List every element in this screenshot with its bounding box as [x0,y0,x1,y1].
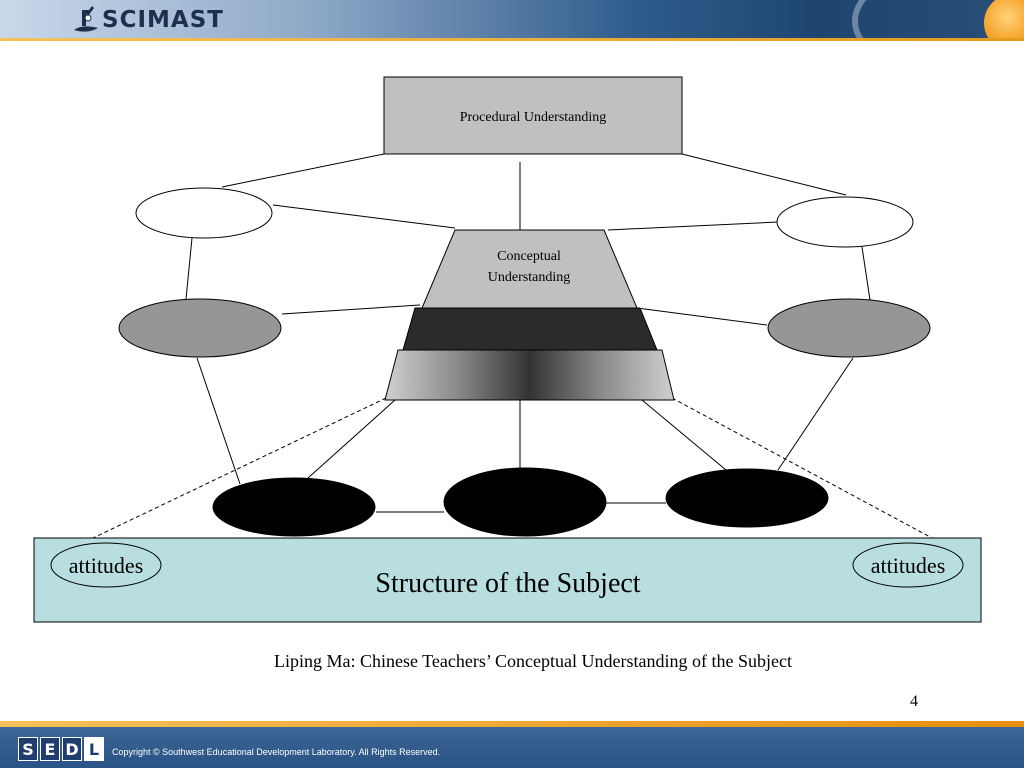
conceptual-understanding-trapezoid [421,229,638,309]
dashed-lines [92,397,933,539]
sedl-logo-letter: S [18,737,38,761]
sedl-logo-letter: D [62,737,82,761]
dashed-line-left [92,397,387,539]
connector-line [185,237,193,300]
gray-oval-left [118,298,282,358]
structure-of-subject-box [33,537,982,623]
connector-lines [185,153,871,513]
header-banner: SCIMAST [0,0,1024,38]
dashed-line-right [671,397,933,539]
copyright-text: Copyright © Southwest Educational Develo… [112,747,441,757]
connector-line [221,153,385,188]
conceptual-understanding-label-line1: Conceptual [497,249,561,264]
connector-line [307,399,396,479]
page-number: 4 [910,693,918,710]
dark-band-trapezoid [402,307,658,351]
conceptual-understanding-label-line2: Understanding [488,270,570,285]
attitudes-oval-left [50,542,162,588]
connector-line [607,221,779,231]
white-oval-right [776,196,914,248]
procedural-understanding-box [383,76,683,155]
scimast-logo-icon [74,6,98,32]
procedural-understanding-label: Procedural Understanding [460,110,607,125]
header-swoosh [852,0,1024,38]
attitudes-label-left: attitudes [69,553,144,578]
scimast-logo-text: SCIMAST [102,7,224,33]
footer-bar: S E D L Copyright © Southwest Educationa… [0,727,1024,768]
connector-line [281,304,421,315]
scimast-logo: SCIMAST [68,4,224,36]
connector-line [636,307,768,326]
caption: Liping Ma: Chinese Teachers’ Conceptual … [274,651,792,671]
sedl-logo-letter: L [84,737,104,761]
connector-line [681,153,847,196]
gradient-band-trapezoid [384,349,675,401]
connector-line [861,246,871,301]
header-sun-graphic [984,0,1024,38]
structure-of-subject-label: Structure of the Subject [375,568,640,599]
black-oval-center [443,467,607,537]
header-accent-stripe [0,38,1024,41]
white-oval-left [135,187,273,239]
black-oval-left [212,477,376,537]
connector-line [272,204,456,229]
sedl-logo-letter: E [40,737,60,761]
connector-line [777,357,854,471]
gray-oval-right [767,298,931,358]
attitudes-label-right: attitudes [871,553,946,578]
attitudes-oval-right [852,542,964,588]
sedl-logo: S E D L [18,737,106,761]
connector-line [196,357,241,485]
footer-accent-stripe [0,721,1024,727]
connector-line [641,399,727,471]
black-oval-right [665,468,829,528]
